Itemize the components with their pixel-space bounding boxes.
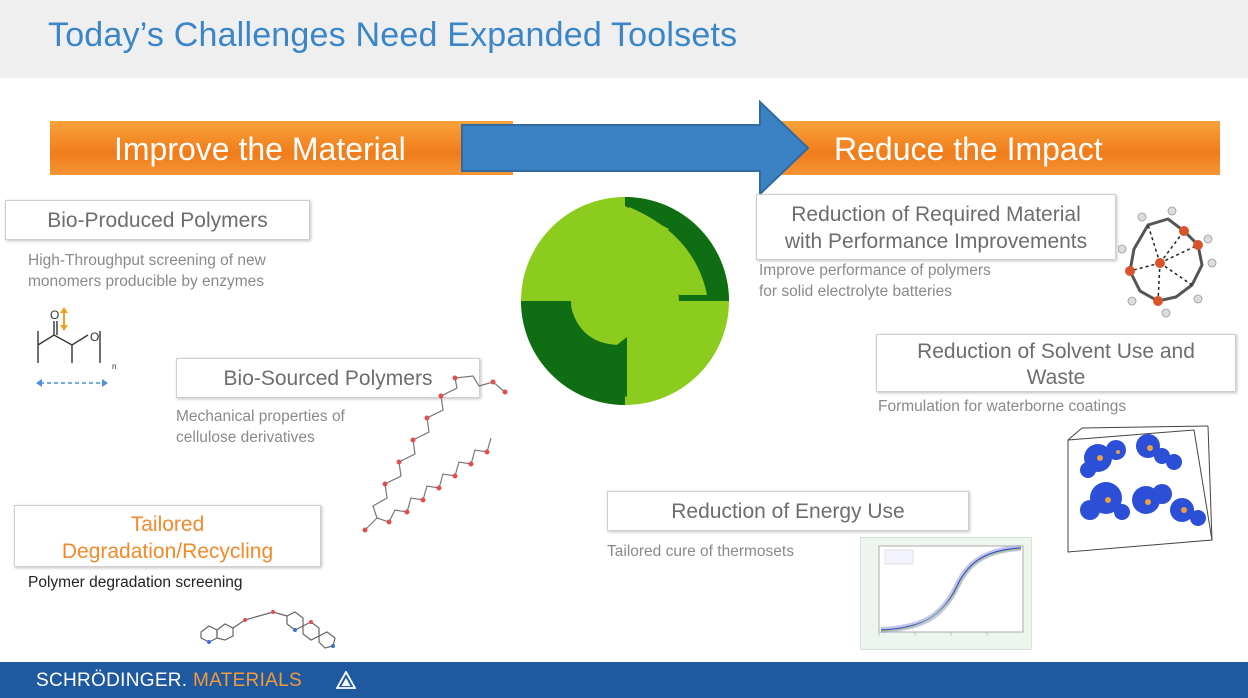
bio-sourced-box: Bio-Sourced Polymers <box>176 358 480 398</box>
oxygen-label-2: O <box>90 330 99 344</box>
tailored-heading-line1: Tailored <box>130 513 205 536</box>
title-bar: Today’s Challenges Need Expanded Toolset… <box>0 0 1248 78</box>
bio-sourced-desc: Mechanical properties of cellulose deriv… <box>176 406 345 448</box>
required-material-desc-line2: for solid electrolyte batteries <box>759 283 952 300</box>
bio-produced-box: Bio-Produced Polymers <box>5 200 310 240</box>
footer-bar: SCHRÖDINGER. MATERIALS <box>0 662 1248 698</box>
bio-sourced-desc-line1: Mechanical properties of <box>176 408 345 425</box>
required-material-desc-line1: Improve performance of polymers <box>759 262 991 279</box>
waterborne-coating-simulation-image <box>1067 425 1213 553</box>
bio-sourced-heading: Bio-Sourced Polymers <box>223 367 433 390</box>
energy-use-box: Reduction of Energy Use <box>607 491 969 531</box>
schrodinger-logo-icon <box>336 671 356 689</box>
energy-heading: Reduction of Energy Use <box>671 500 905 523</box>
required-material-desc: Improve performance of polymers for soli… <box>759 260 991 302</box>
bio-produced-desc-line2: monomers producible by enzymes <box>28 273 265 290</box>
required-material-heading-line2: with Performance Improvements <box>784 230 1088 253</box>
banner-improve-material: Improve the Material <box>50 121 513 175</box>
oxygen-label-1: O <box>50 308 59 322</box>
brand-name: SCHRÖDINGER. <box>36 670 188 691</box>
required-material-box: Reduction of Required Material with Perf… <box>756 194 1116 260</box>
subscript-n: n <box>112 362 116 371</box>
cure-plot-graphic <box>878 545 1024 636</box>
monomer-structure-diagram: O O n <box>36 307 116 387</box>
solvent-waste-box: Reduction of Solvent Use and Waste <box>876 334 1236 392</box>
required-material-heading-line1: Reduction of Required Material <box>791 203 1081 226</box>
solvent-heading-line2: Waste <box>1026 366 1086 389</box>
bio-produced-heading: Bio-Produced Polymers <box>47 209 268 232</box>
recycle-arrows-icon <box>521 197 729 405</box>
brand-division: MATERIALS <box>192 670 302 691</box>
tailored-heading-line2: Degradation/Recycling <box>61 540 274 563</box>
footer-brand: SCHRÖDINGER. MATERIALS <box>36 670 302 692</box>
tailored-degradation-box: Tailored Degradation/Recycling <box>14 505 321 567</box>
banner-right-label: Reduce the Impact <box>834 131 1103 167</box>
solvent-desc: Formulation for waterborne coatings <box>878 398 1127 415</box>
slide-title: Today’s Challenges Need Expanded Toolset… <box>48 16 738 54</box>
energy-desc: Tailored cure of thermosets <box>607 543 794 560</box>
solvent-heading-line1: Reduction of Solvent Use and <box>917 340 1195 363</box>
right-arrow-icon <box>461 100 810 196</box>
degradation-molecule-diagram <box>183 596 353 658</box>
crown-ether-molecule-diagram <box>1118 206 1217 318</box>
bio-sourced-desc-line2: cellulose derivatives <box>176 429 315 446</box>
cellulose-chain-diagram <box>362 375 508 533</box>
banner-reduce-impact: Reduce the Impact <box>770 121 1220 175</box>
bio-produced-desc-line1: High-Throughput screening of new <box>28 252 266 269</box>
bio-produced-desc: High-Throughput screening of new monomer… <box>28 250 266 292</box>
banner-left-label: Improve the Material <box>114 131 406 167</box>
tailored-desc: Polymer degradation screening <box>28 574 243 591</box>
cure-plot-thumbnail <box>860 537 1032 650</box>
